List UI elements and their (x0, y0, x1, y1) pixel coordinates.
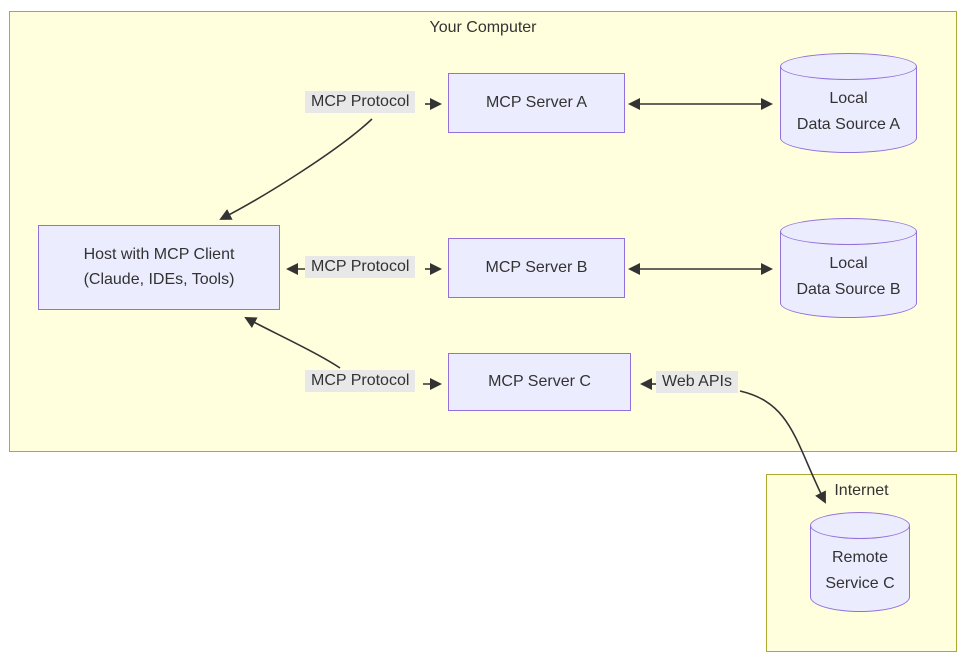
host-label-line1: Host with MCP Client (83, 245, 235, 263)
host-node: Host with MCP Client (Claude, IDEs, Tool… (38, 225, 280, 310)
remote-service-c-line2: Service C (825, 574, 895, 592)
data-source-b-line2: Data Source B (796, 280, 901, 298)
mcp-server-b-node: MCP Server B (448, 238, 625, 298)
remote-service-c-cylinder: Remote Service C (810, 512, 910, 612)
cylinder-top (810, 512, 910, 539)
cylinder-top (780, 218, 917, 245)
host-label-line2: (Claude, IDEs, Tools) (83, 270, 235, 288)
mcp-server-c-node: MCP Server C (448, 353, 631, 411)
mcp-server-c-label: MCP Server C (488, 372, 591, 390)
cylinder-body (780, 66, 917, 153)
mcp-server-b-label: MCP Server B (485, 258, 588, 276)
mcp-protocol-label-a: MCP Protocol (305, 91, 416, 113)
mcp-server-a-node: MCP Server A (448, 73, 625, 133)
your-computer-title: Your Computer (429, 19, 537, 36)
remote-service-c-line1: Remote (831, 549, 889, 566)
web-apis-label: Web APIs (656, 371, 738, 393)
mcp-protocol-label-c: MCP Protocol (305, 370, 416, 392)
local-data-source-a-cylinder: Local Data Source A (780, 53, 917, 153)
data-source-a-line1: Local (829, 90, 868, 107)
local-data-source-b-cylinder: Local Data Source B (780, 218, 917, 318)
data-source-a-line2: Data Source A (796, 115, 901, 133)
cylinder-body (810, 525, 910, 612)
cylinder-top (780, 53, 917, 80)
cylinder-body (780, 231, 917, 318)
internet-title: Internet (834, 482, 889, 499)
data-source-b-line1: Local (829, 255, 868, 272)
mcp-protocol-label-b: MCP Protocol (305, 256, 416, 278)
internet-group: Internet (766, 474, 957, 652)
mcp-server-a-label: MCP Server A (485, 93, 588, 111)
